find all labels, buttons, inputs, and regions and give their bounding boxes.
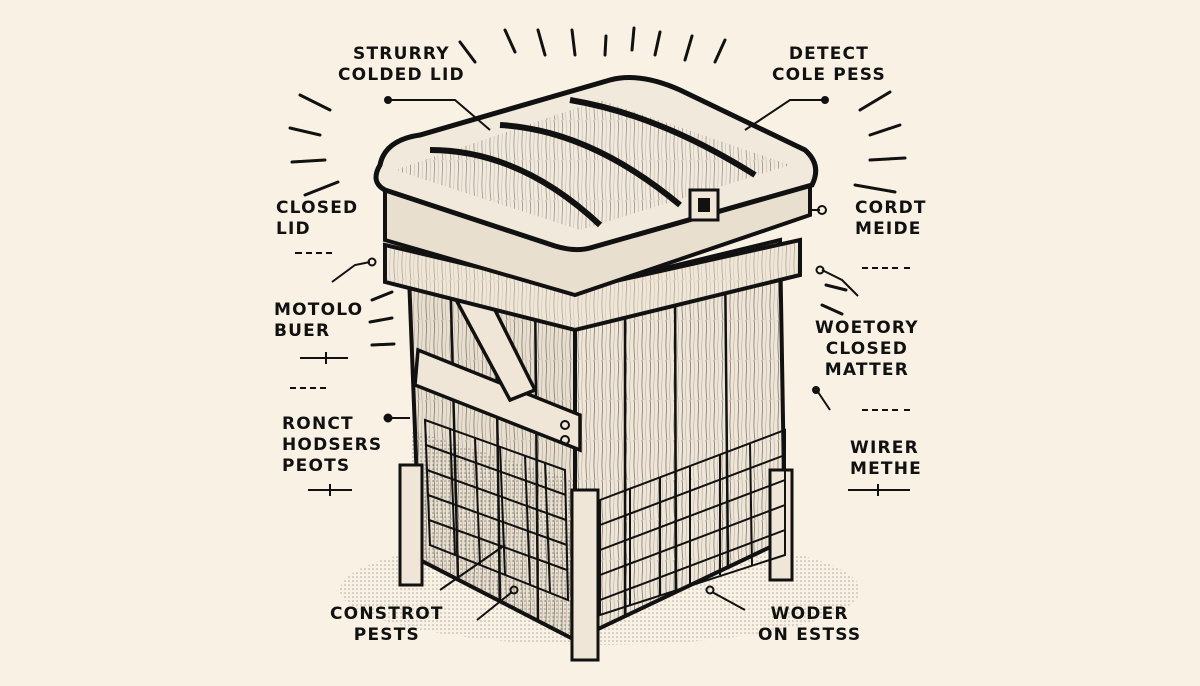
label-control-pests-line1: CONSTROT bbox=[330, 604, 444, 624]
label-closed-matter: WOETORY CLOSED MATTER bbox=[815, 318, 919, 381]
leader-lines bbox=[331, 96, 859, 621]
label-cord-mesh: CORDT MEIDE bbox=[855, 198, 927, 240]
label-sturdy-lid-line2: COLDED LID bbox=[338, 65, 465, 85]
label-closed-lid: CLOSED LID bbox=[276, 198, 358, 240]
wire-mesh bbox=[423, 418, 786, 617]
label-detect-pests: DETECT COLE PESS bbox=[772, 44, 886, 86]
label-closed-matter-line3: MATTER bbox=[824, 360, 909, 380]
bin-lid bbox=[373, 75, 819, 298]
label-detect-pests-line2: COLE PESS bbox=[772, 65, 886, 85]
label-motolo-buer-line2: BUER bbox=[274, 321, 331, 341]
label-sturdy-lid-line1: STRURRY bbox=[353, 44, 450, 64]
label-motolo-buer: MOTOLO BUER bbox=[274, 300, 363, 342]
label-wire-mesh: WIRER METHE bbox=[850, 438, 922, 480]
tick-marks bbox=[290, 252, 910, 496]
label-motolo-buer-line1: MOTOLO bbox=[274, 300, 364, 320]
label-woder-estss: WODER ON ESTSS bbox=[758, 604, 861, 646]
label-wire-mesh-line2: METHE bbox=[850, 459, 922, 479]
label-ronct-pests-line3: PEOTS bbox=[282, 456, 351, 476]
label-ronct-pests-line1: RONCT bbox=[282, 414, 354, 434]
radiating-rays bbox=[288, 26, 907, 347]
label-woder-estss-line1: WODER bbox=[770, 604, 849, 624]
label-control-pests-line2: PESTS bbox=[353, 625, 420, 645]
label-wire-mesh-line1: WIRER bbox=[850, 438, 919, 458]
label-woder-estss-line2: ON ESTSS bbox=[758, 625, 862, 645]
label-cord-mesh-line2: MEIDE bbox=[855, 219, 922, 239]
label-closed-lid-line1: CLOSED bbox=[276, 198, 359, 218]
label-detect-pests-line1: DETECT bbox=[788, 44, 870, 64]
label-ronct-pests: RONCT HODSERS PEOTS bbox=[282, 414, 382, 477]
label-ronct-pests-line2: HODSERS bbox=[282, 435, 383, 455]
label-closed-lid-line2: LID bbox=[276, 219, 311, 239]
label-cord-mesh-line1: CORDT bbox=[855, 198, 927, 218]
label-closed-matter-line1: WOETORY bbox=[815, 318, 919, 338]
label-closed-matter-line2: CLOSED bbox=[825, 339, 909, 359]
label-control-pests: CONSTROT PESTS bbox=[330, 604, 444, 646]
label-sturdy-lid: STRURRY COLDED LID bbox=[338, 44, 465, 86]
